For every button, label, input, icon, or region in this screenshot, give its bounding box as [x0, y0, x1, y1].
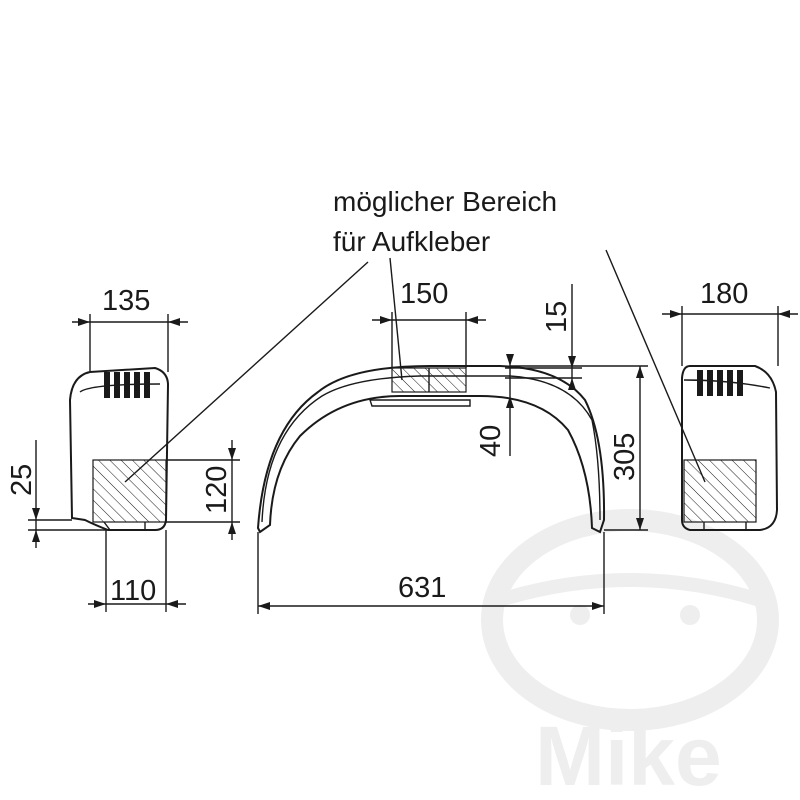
front-fender-view [256, 365, 606, 534]
dim-631-label: 631 [398, 572, 446, 604]
dim-25-label: 25 [6, 464, 38, 496]
dim-180-label: 180 [700, 278, 748, 310]
dim-135-label: 135 [102, 285, 150, 317]
left-dimensions [28, 314, 240, 612]
left-side-view [68, 366, 170, 531]
right-sticker-area [683, 459, 757, 523]
dim-15-label: 15 [541, 301, 573, 333]
dim-40-label: 40 [475, 425, 507, 457]
sticker-area-note-line2: für Aufkleber [333, 226, 490, 257]
watermark-text: Mike [535, 709, 722, 800]
dim-120-label: 120 [201, 466, 233, 514]
dim-150-label: 150 [400, 278, 448, 310]
dim-305-label: 305 [609, 433, 641, 481]
note-leader-lines [124, 249, 706, 483]
right-side-view [681, 365, 779, 531]
left-sticker-area [92, 459, 167, 523]
sticker-area-note-line1: möglicher Bereich [333, 186, 557, 217]
dim-110-label: 110 [110, 575, 156, 607]
front-dimensions [257, 284, 648, 614]
watermark-logo: Mike [481, 509, 779, 800]
right-dimensions [662, 306, 798, 366]
